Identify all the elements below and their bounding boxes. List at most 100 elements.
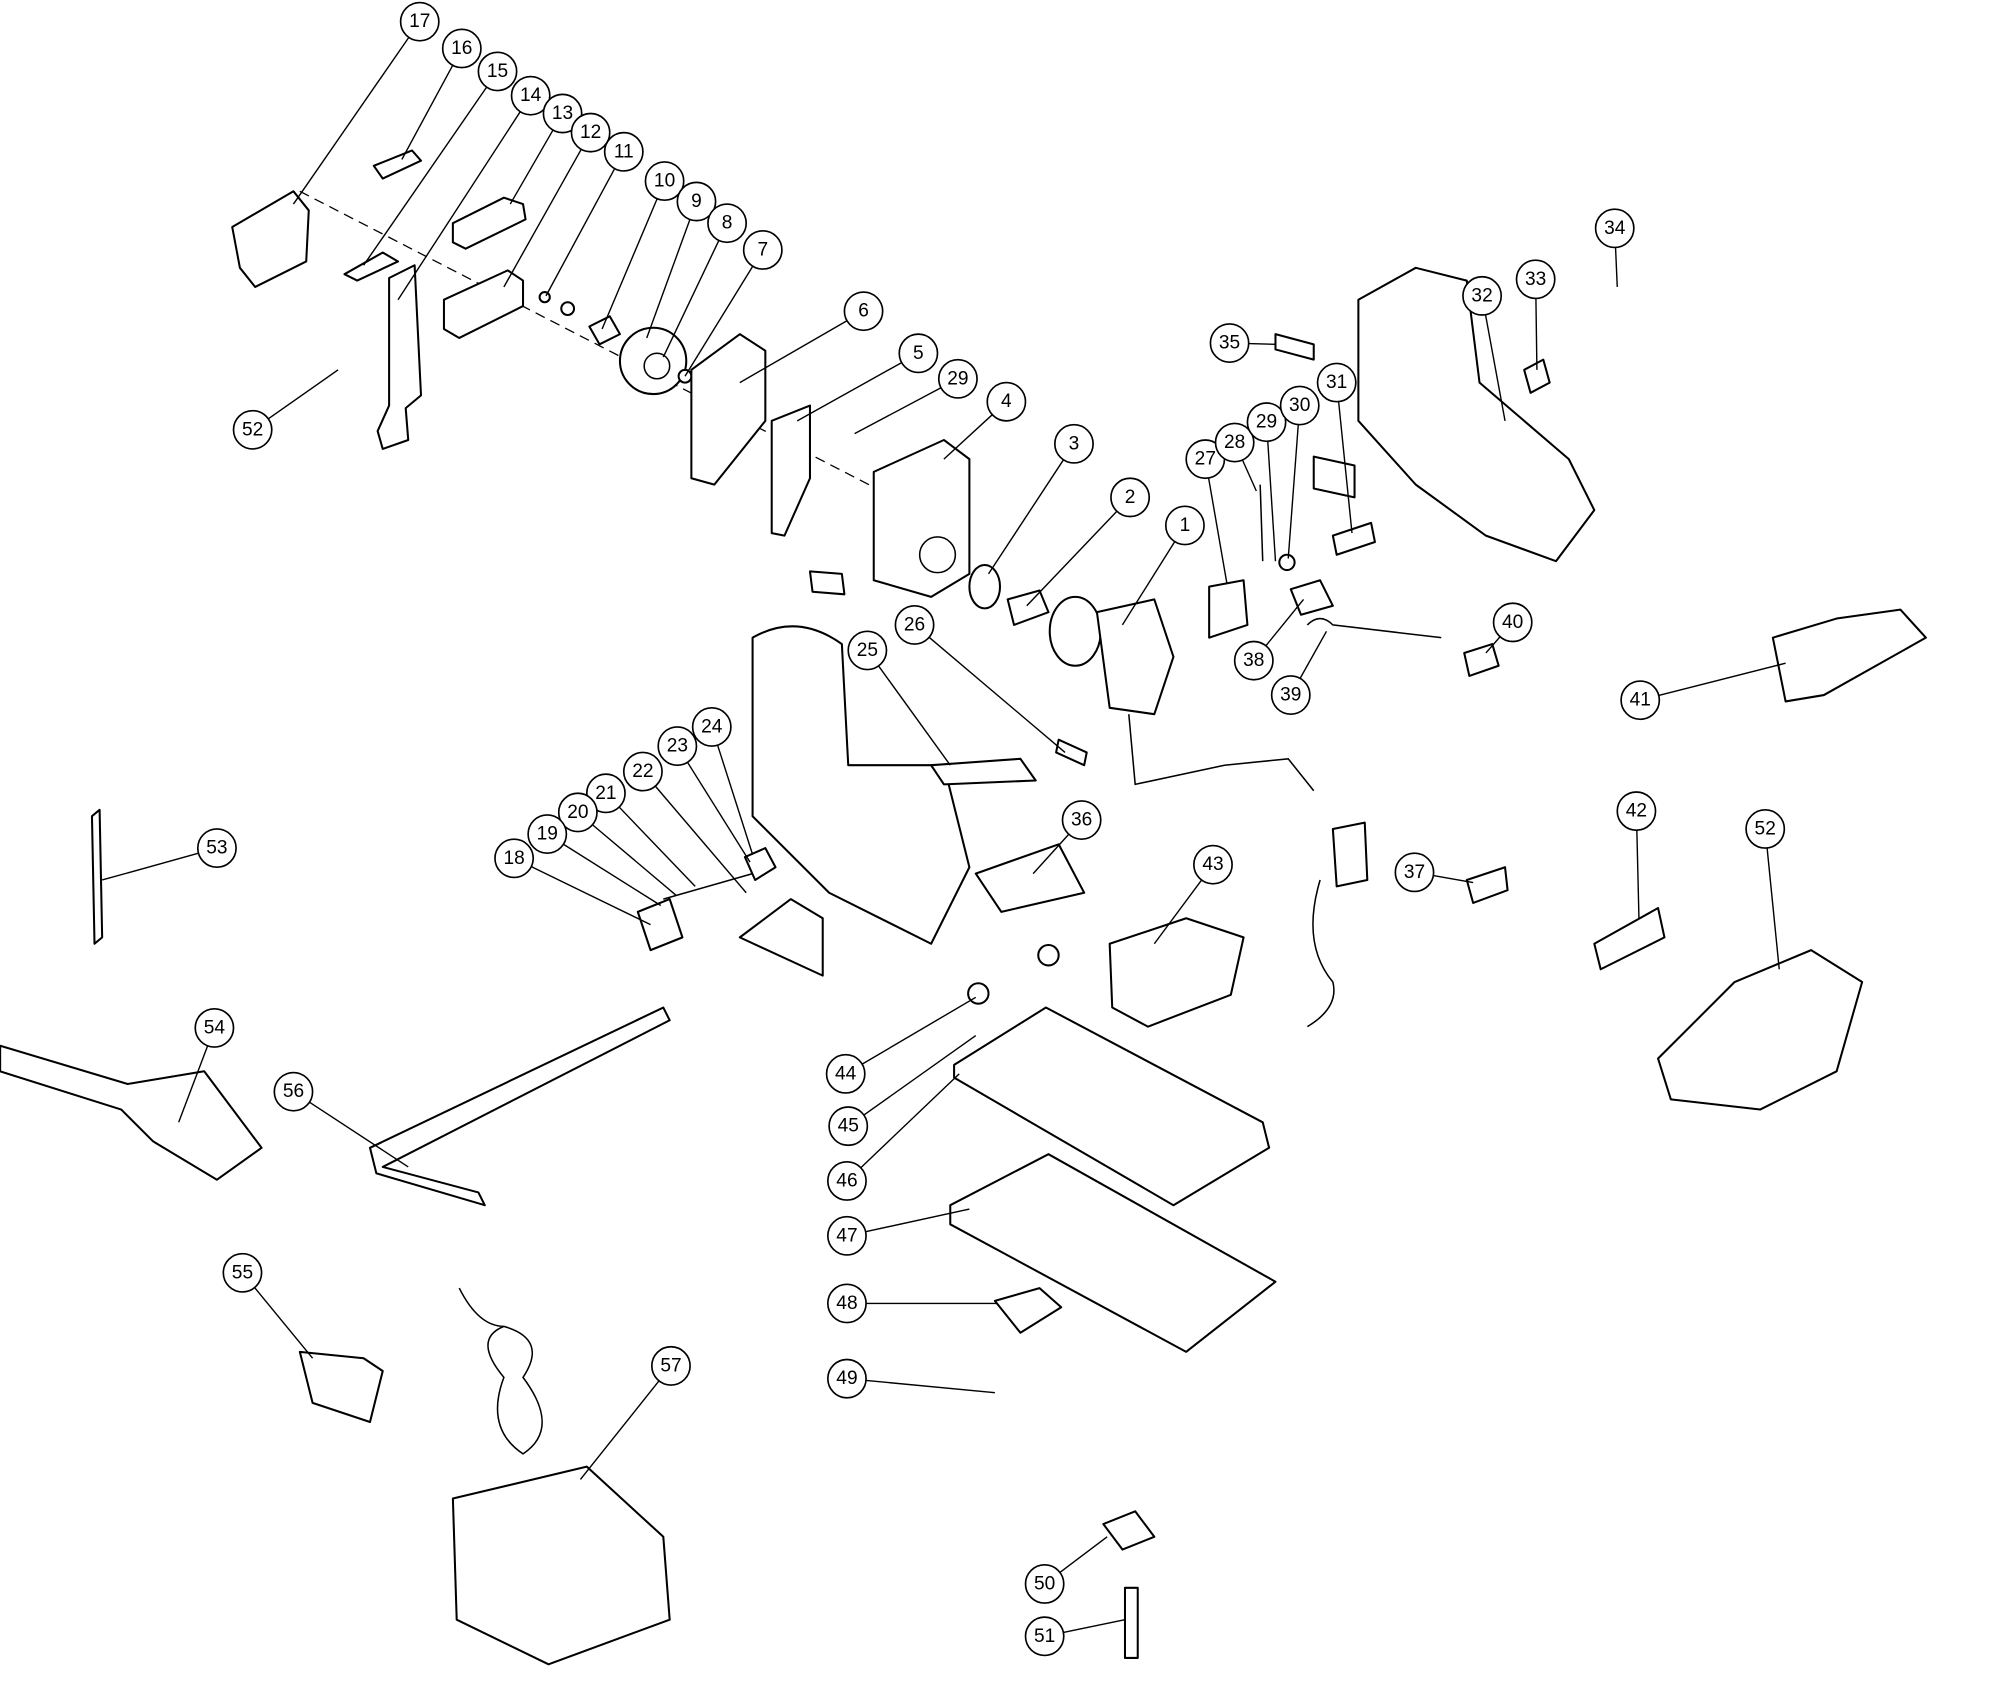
shoe-part [949, 1153, 1277, 1353]
leader-line [563, 843, 662, 907]
callout-circle [603, 131, 644, 172]
guide-block-part [442, 269, 525, 339]
leader-line [1337, 401, 1353, 534]
callout-circle [1492, 602, 1533, 643]
leader-line [1535, 298, 1538, 370]
leader-line [1063, 1618, 1126, 1634]
leader-line [254, 1287, 314, 1359]
switch-part [930, 757, 1037, 786]
callout-circle [1616, 791, 1657, 832]
callout-15: 15 [363, 51, 518, 266]
callout-number: 10 [654, 171, 675, 192]
callout-number: 57 [660, 1355, 681, 1376]
leader-line [863, 1035, 977, 1116]
callout-18: 18 [494, 838, 651, 926]
callout-3: 3 [987, 423, 1094, 575]
switch-plate-part [974, 843, 1086, 913]
leader-line [1614, 247, 1618, 287]
callout-circle [1209, 323, 1250, 364]
battery-part [1657, 949, 1864, 1111]
leader-line [1153, 879, 1203, 945]
leader-line [877, 665, 951, 766]
leader-line [101, 852, 199, 881]
callout-number: 31 [1326, 372, 1347, 393]
callout-56: 56 [273, 1071, 409, 1168]
armature-gear-part [1048, 595, 1102, 667]
callout-circle [1061, 800, 1102, 841]
leader-line [987, 459, 1065, 575]
callout-number: 30 [1289, 395, 1310, 416]
pin-part-2 [1259, 484, 1264, 562]
callout-circle [1594, 208, 1635, 249]
bearing-part [968, 563, 1002, 610]
callout-number: 19 [537, 824, 558, 845]
callout-circle [194, 1007, 235, 1048]
callout-number: 8 [722, 213, 733, 234]
callout-circle [843, 291, 884, 332]
leader-line [943, 414, 993, 460]
callout-circle [691, 706, 732, 747]
callout-number: 34 [1604, 218, 1626, 239]
ring-part [538, 291, 551, 304]
callout-number: 47 [836, 1225, 857, 1246]
leader-line [1287, 424, 1299, 559]
fan-part [1006, 589, 1050, 626]
callout-number: 13 [552, 103, 573, 124]
callout-number: 52 [1755, 818, 1776, 839]
leader-line [1433, 874, 1474, 884]
callout-46: 46 [827, 1073, 960, 1201]
knob-part [743, 847, 777, 882]
controller-part [1331, 821, 1369, 888]
callout-number: 12 [580, 122, 601, 143]
callout-circle [828, 1106, 869, 1147]
leader-line [178, 1045, 209, 1123]
leader-line [545, 168, 616, 297]
callout-circle [827, 1358, 867, 1399]
callout-number: 48 [836, 1293, 857, 1314]
callout-27: 27 [1185, 439, 1228, 585]
charger-part [451, 1465, 671, 1666]
callout-number: 32 [1471, 285, 1492, 306]
controller-wires [1306, 879, 1335, 1028]
callout-50: 50 [1024, 1536, 1108, 1604]
leader-line [503, 148, 582, 288]
callout-number: 56 [283, 1081, 304, 1102]
leader-line [1026, 510, 1118, 607]
callout-55: 55 [222, 1252, 314, 1359]
leader-line [1121, 541, 1176, 626]
callout-number: 36 [1071, 810, 1092, 831]
callout-54: 54 [178, 1007, 235, 1123]
dust-adapter-part [0, 1044, 263, 1181]
callout-number: 21 [595, 783, 616, 804]
callout-29: 29 [1246, 402, 1287, 562]
right-housing-part [1357, 266, 1596, 563]
callout-circle [742, 230, 783, 270]
leader-line [397, 111, 521, 301]
callout-1: 1 [1121, 505, 1205, 626]
washer-part [560, 301, 576, 317]
motor-part [1095, 598, 1175, 716]
callout-circle [1316, 362, 1357, 403]
leader-line [267, 369, 339, 420]
callout-circle [847, 630, 888, 671]
contact-part [1465, 866, 1509, 904]
callout-44: 44 [825, 996, 977, 1094]
leader-line [1485, 636, 1501, 654]
leader-line [1207, 477, 1228, 585]
leader-line [1265, 598, 1305, 647]
callout-circle [1024, 1616, 1065, 1657]
callout-2: 2 [1026, 477, 1151, 607]
callout-number: 35 [1219, 333, 1240, 354]
callout-circle [557, 792, 598, 833]
leader-line [654, 785, 747, 894]
callout-number: 16 [451, 38, 472, 59]
callout-14: 14 [397, 75, 551, 301]
pad-part [1312, 455, 1356, 499]
callout-number: 6 [858, 301, 869, 322]
callout-43: 43 [1153, 844, 1233, 945]
housing-bore [918, 536, 957, 574]
callout-41: 41 [1620, 662, 1786, 721]
sleeve-part [298, 1350, 384, 1424]
callout-25: 25 [847, 630, 951, 766]
